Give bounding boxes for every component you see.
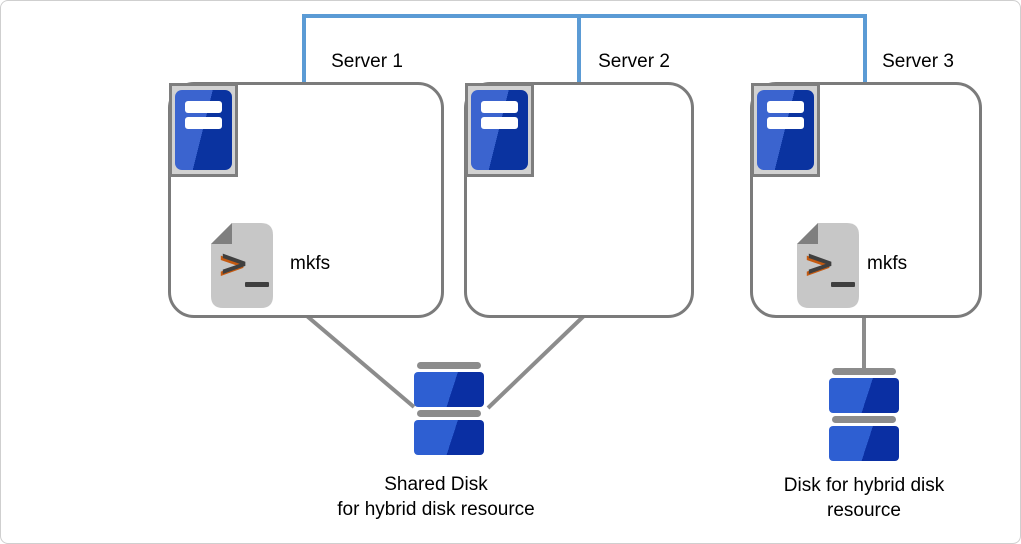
server1-shared-disk-link [299,309,416,409]
server-slot [481,117,518,129]
shared-disk-icon [414,362,484,455]
shared-disk-label-line2: for hybrid disk resource [337,499,535,520]
script-fold [797,223,818,244]
disk-platter-bar [417,410,481,417]
prompt-glyph: > [219,243,249,284]
server-slot [185,101,222,113]
server-icon [169,83,238,177]
server-slot [767,117,804,129]
disk-platter-bar [417,362,481,369]
hybrid-disk-label-line1: Disk for hybrid disk [783,475,945,496]
server-2-box [464,82,694,318]
disk-platter-bar [832,416,896,423]
cursor-underscore-icon [831,282,855,287]
server-slot [185,117,222,129]
hybrid-disk-icon [829,368,899,461]
server-icon [751,83,820,177]
interconnect-line [302,14,867,82]
disk-body [414,372,484,407]
prompt-glyph-shadow: > [803,245,833,286]
cursor-underscore-icon [245,282,269,287]
server-tower [757,90,814,170]
mkfs-label: mkfs [290,253,331,274]
shell-script-icon: > > [211,223,273,308]
disk-body [414,420,484,455]
disk-body [829,426,899,461]
script-fold [211,223,232,244]
server2-shared-disk-link [486,309,591,410]
server-tower [175,90,232,170]
prompt-glyph-shadow: > [217,245,247,286]
server-tower [471,90,528,170]
server-slot [767,101,804,113]
server-1-label: Server 1 [331,51,403,72]
server-3-label: Server 3 [882,51,954,72]
shell-script-icon: > > [797,223,859,308]
shared-disk-label: Shared Disk for hybrid disk resource [311,472,561,522]
shared-disk-label-line1: Shared Disk [384,474,488,495]
hybrid-disk-label-line2: resource [827,500,901,521]
disk-platter-bar [832,368,896,375]
mkfs-label: mkfs [867,253,908,274]
server-2-label: Server 2 [598,51,670,72]
hybrid-disk-label: Disk for hybrid disk resource [749,473,979,523]
prompt-glyph: > [805,243,835,284]
disk-body [829,378,899,413]
server-icon [465,83,534,177]
server-slot [481,101,518,113]
